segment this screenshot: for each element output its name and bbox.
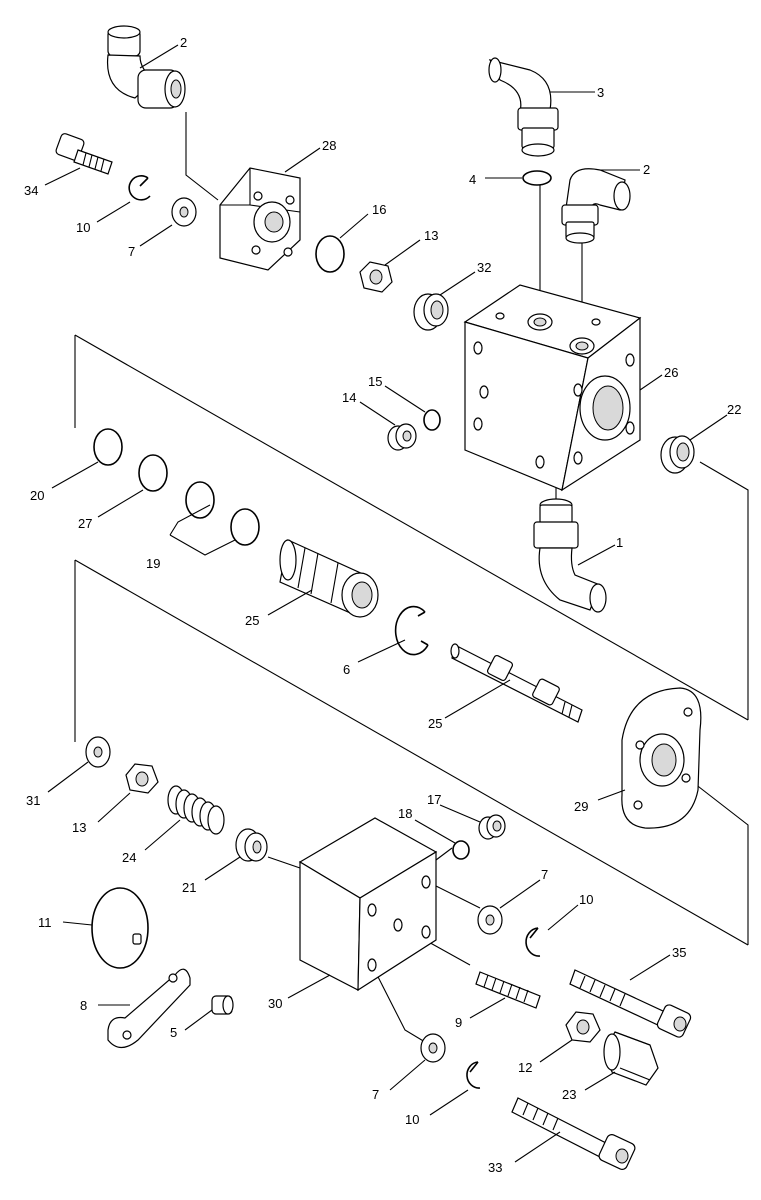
part-3-elbow-fitting bbox=[488, 57, 559, 157]
callout-7-lower: 7 bbox=[372, 1087, 379, 1102]
callout-4: 4 bbox=[469, 172, 476, 187]
callout-19: 19 bbox=[146, 556, 160, 571]
part-33-cap-screw bbox=[511, 1097, 636, 1170]
part-2-elbow-fitting-right bbox=[561, 168, 631, 244]
callout-13-lower: 13 bbox=[72, 820, 86, 835]
part-21-bushing bbox=[235, 828, 268, 862]
callout-25-sleeve: 25 bbox=[245, 613, 259, 628]
callout-18: 18 bbox=[398, 806, 412, 821]
part-26-valve-block bbox=[463, 284, 642, 492]
part-11-cover-disc bbox=[91, 887, 149, 969]
callout-13-top: 13 bbox=[424, 228, 438, 243]
callout-10-top: 10 bbox=[76, 220, 90, 235]
callout-14: 14 bbox=[342, 390, 356, 405]
part-6-snap-ring bbox=[394, 605, 429, 656]
callout-24: 24 bbox=[122, 850, 136, 865]
callout-31: 31 bbox=[26, 793, 40, 808]
callout-23: 23 bbox=[562, 1087, 576, 1102]
callout-29: 29 bbox=[574, 799, 588, 814]
part-10-lock-washer-top bbox=[128, 175, 151, 201]
callout-7-top: 7 bbox=[128, 244, 135, 259]
callout-2-right: 2 bbox=[643, 162, 650, 177]
part-14-plug bbox=[387, 423, 417, 451]
callout-28: 28 bbox=[322, 138, 336, 153]
callout-7-mid: 7 bbox=[541, 867, 548, 882]
callout-17: 17 bbox=[427, 792, 441, 807]
part-22-bushing bbox=[660, 435, 695, 474]
part-30-block bbox=[298, 817, 438, 992]
part-31-washer bbox=[85, 736, 111, 768]
callout-22: 22 bbox=[727, 402, 741, 417]
part-35-cap-screw bbox=[569, 969, 692, 1038]
part-25-spool bbox=[450, 643, 583, 723]
callout-10-lower: 10 bbox=[405, 1112, 419, 1127]
part-13-nut-top bbox=[359, 261, 393, 293]
assembly-guide-lines bbox=[74, 112, 749, 1043]
callout-15: 15 bbox=[368, 374, 382, 389]
part-4-o-ring bbox=[522, 170, 552, 186]
part-10-lock-washer-lower bbox=[466, 1061, 481, 1089]
callout-8: 8 bbox=[80, 998, 87, 1013]
callout-16: 16 bbox=[372, 202, 386, 217]
callout-20: 20 bbox=[30, 488, 44, 503]
callout-27: 27 bbox=[78, 516, 92, 531]
callout-11: 11 bbox=[38, 915, 52, 930]
part-20-o-ring bbox=[93, 428, 123, 466]
part-7-washer-top bbox=[171, 197, 197, 227]
part-8-lever-link bbox=[107, 968, 191, 1049]
part-7-washer-mid bbox=[477, 905, 503, 935]
callout-35: 35 bbox=[672, 945, 686, 960]
part-1-elbow-fitting bbox=[533, 498, 607, 613]
part-23-coupling-nut bbox=[603, 1031, 659, 1086]
callout-10-mid: 10 bbox=[579, 892, 593, 907]
callout-5: 5 bbox=[170, 1025, 177, 1040]
part-28-flange bbox=[219, 167, 301, 271]
part-9-set-screw bbox=[475, 971, 541, 1009]
callout-34: 34 bbox=[24, 183, 38, 198]
part-18-o-ring bbox=[452, 840, 470, 860]
callout-32: 32 bbox=[477, 260, 491, 275]
part-29-flange bbox=[621, 687, 702, 829]
part-13-nut-lower bbox=[125, 763, 159, 794]
part-5-pin bbox=[211, 995, 234, 1015]
callout-26: 26 bbox=[664, 365, 678, 380]
callout-3: 3 bbox=[597, 85, 604, 100]
callout-2-left: 2 bbox=[180, 35, 187, 50]
callout-33: 33 bbox=[488, 1160, 502, 1175]
part-12-nut bbox=[565, 1011, 601, 1043]
part-34-cap-screw bbox=[55, 133, 113, 175]
callout-9: 9 bbox=[455, 1015, 462, 1030]
part-2-elbow-fitting-left bbox=[106, 25, 186, 109]
callout-1: 1 bbox=[616, 535, 623, 550]
part-7-washer-lower bbox=[420, 1033, 446, 1063]
part-16-o-ring bbox=[315, 235, 345, 273]
part-15-o-ring bbox=[423, 409, 441, 431]
callout-25-spool: 25 bbox=[428, 716, 442, 731]
part-17-plug bbox=[478, 814, 506, 840]
callout-21: 21 bbox=[182, 880, 196, 895]
part-32-bushing bbox=[413, 293, 449, 331]
callout-labels: 2 3 2 4 28 34 10 7 16 13 32 26 15 14 22 … bbox=[24, 35, 741, 1175]
leader-lines bbox=[44, 44, 728, 1163]
part-24-spring bbox=[167, 785, 225, 835]
part-19-o-ring-a bbox=[185, 481, 215, 519]
callout-12: 12 bbox=[518, 1060, 532, 1075]
part-25-spool-sleeve bbox=[279, 539, 379, 618]
part-27-o-ring bbox=[138, 454, 168, 492]
part-10-lock-washer-mid bbox=[525, 927, 541, 957]
callout-30: 30 bbox=[268, 996, 282, 1011]
callout-6: 6 bbox=[343, 662, 350, 677]
part-19-o-ring-b bbox=[230, 508, 260, 546]
